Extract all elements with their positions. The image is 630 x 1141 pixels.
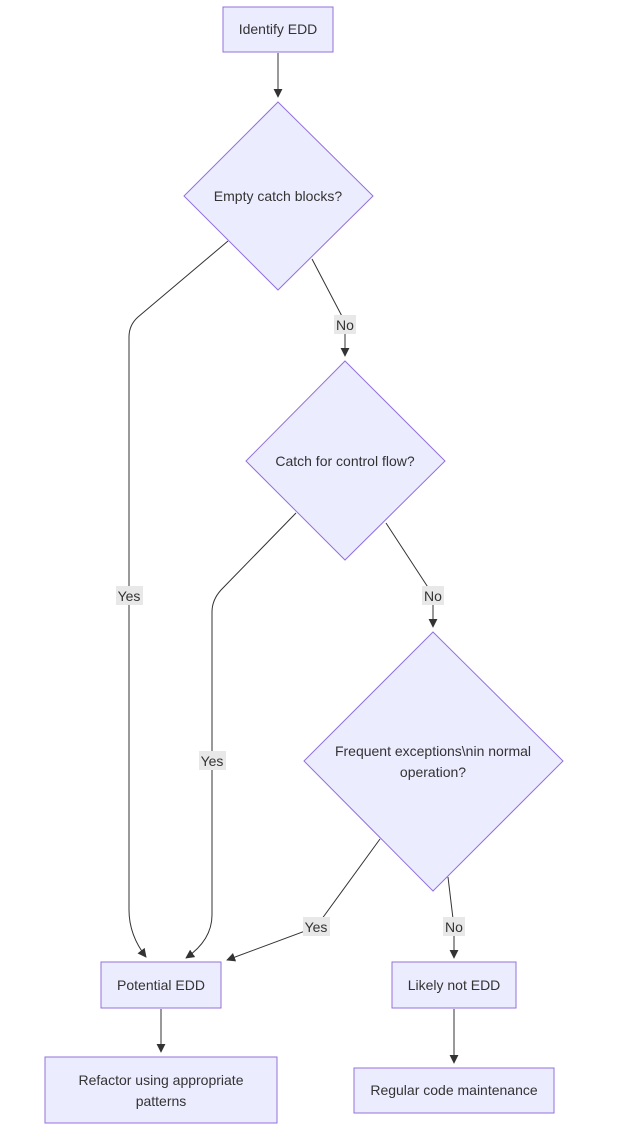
node-empty-catch-blocks: Empty catch blocks? [183, 101, 374, 291]
edge-label-control-no: No [422, 586, 444, 605]
edge-empty-catch-no-to-control-flow [311, 258, 350, 357]
node-likely-not-edd: Likely not EDD [391, 961, 517, 1009]
edge-label-text: Yes [305, 919, 328, 935]
node-catch-for-control-flow: Catch for control flow? [245, 360, 446, 561]
edge-label-text: No [424, 588, 442, 604]
node-identify-edd: Identify EDD [222, 6, 334, 53]
node-label: Likely not EDD [408, 977, 501, 993]
node-frequent-exceptions: Frequent exceptions\nin normal operation… [303, 631, 564, 892]
node-label-line-1: Frequent exceptions\nin normal [335, 743, 531, 759]
node-label-line-1: Refactor using appropriate [79, 1072, 244, 1088]
node-label: Potential EDD [117, 977, 205, 993]
node-label: Regular code maintenance [370, 1082, 538, 1098]
node-label: Empty catch blocks? [214, 188, 343, 204]
edge-label-frequent-no: No [443, 917, 465, 936]
edge-control-flow-yes-to-potential [185, 512, 297, 959]
edge-label-text: No [336, 317, 354, 333]
node-potential-edd: Potential EDD [100, 961, 222, 1009]
edge-label-frequent-yes: Yes [303, 917, 330, 936]
node-label: Catch for control flow? [275, 453, 414, 469]
edge-frequent-yes-to-potential [226, 838, 381, 962]
edge-control-flow-no-to-frequent [385, 522, 438, 628]
node-label-line-2: patterns [136, 1093, 187, 1109]
edge-label-text: Yes [201, 753, 224, 769]
node-refactor: Refactor using appropriate patterns [44, 1056, 278, 1124]
node-regular-code-maintenance: Regular code maintenance [353, 1067, 555, 1114]
edge-label-control-yes: Yes [199, 751, 226, 770]
edge-labels: No Yes No Yes Yes No [116, 315, 465, 936]
node-label: Identify EDD [239, 21, 318, 37]
edge-label-empty-no: No [334, 315, 356, 334]
edge-label-empty-yes: Yes [116, 586, 143, 605]
node-label-line-2: operation? [400, 764, 466, 780]
edge-label-text: Yes [118, 588, 141, 604]
edge-empty-catch-yes-to-potential [128, 240, 229, 958]
edge-label-text: No [445, 919, 463, 935]
